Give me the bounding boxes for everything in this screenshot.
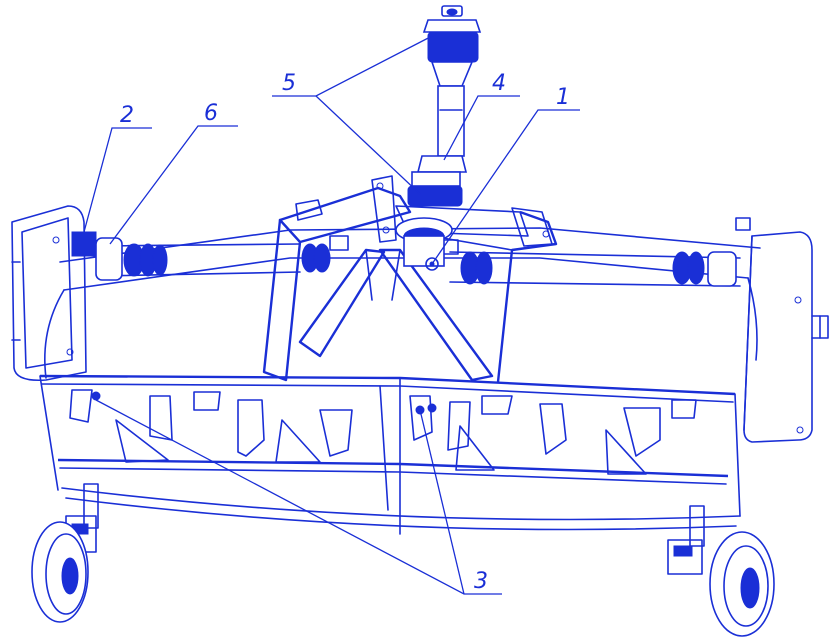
right-drive-shaft: [449, 251, 741, 287]
callout-2: 2: [120, 103, 134, 128]
central-gearbox: [395, 217, 453, 271]
left-side-cover: [11, 205, 87, 382]
callout-3: 3: [474, 569, 488, 594]
callout-1: 1: [556, 85, 570, 110]
pto-shaft: [407, 5, 482, 207]
callout-5: 5: [282, 71, 296, 96]
left-drive-shaft: [71, 231, 331, 281]
callout-labels: 2 6 5 4 1 3: [120, 71, 570, 594]
a-frame-hitch: [262, 175, 558, 383]
right-wheel: [667, 505, 775, 637]
callout-6: 6: [204, 101, 218, 126]
leader-lines: [83, 33, 580, 595]
callout-4: 4: [492, 71, 506, 96]
right-side-cover: [735, 217, 829, 443]
left-wheel: [31, 483, 99, 623]
rotor-hammers: [69, 385, 697, 511]
